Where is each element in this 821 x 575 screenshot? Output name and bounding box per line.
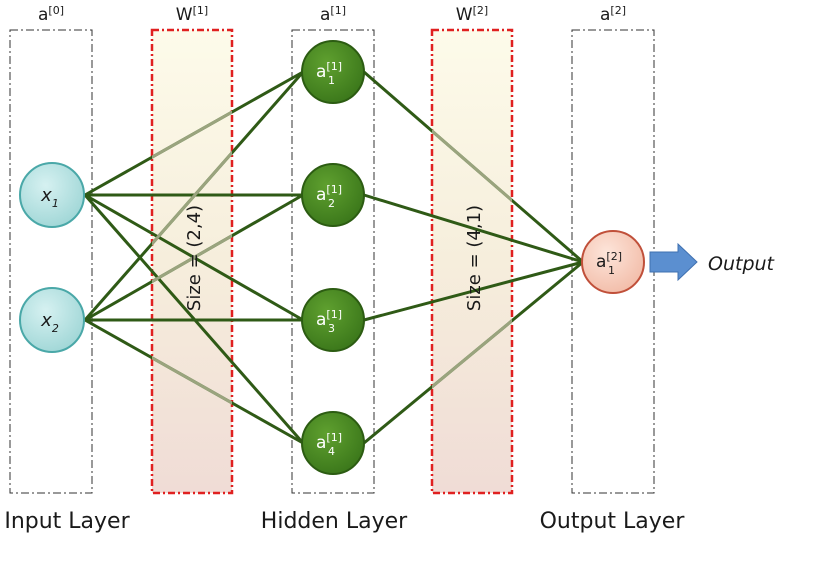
svg-text:a[2]1: a[2]1	[596, 250, 622, 277]
hidden-node-a1-3: a[1]3	[301, 288, 365, 352]
output-label: Output	[708, 253, 776, 275]
input-node-x1: x1	[19, 162, 85, 228]
svg-text:x1: x1	[40, 185, 59, 210]
hidden-node-a1-4: a[1]4	[301, 411, 365, 475]
hidden-node-a1-2: a[1]2	[301, 163, 365, 227]
svg-text:a[1]2: a[1]2	[316, 183, 342, 210]
column-header-a1: a[1]	[320, 4, 346, 25]
edge-highlights-w2	[432, 129, 512, 389]
edge-highlights-w1	[152, 110, 232, 405]
output-node-a2-1: a[2]1	[581, 230, 645, 294]
output-arrow-icon	[649, 242, 698, 282]
svg-text:x2: x2	[40, 310, 59, 335]
edge-h3-out	[363, 260, 584, 322]
weight-box-w1	[150, 28, 234, 495]
layer-label-output: Output Layer	[540, 509, 686, 534]
weight-region-w2	[432, 30, 512, 493]
edge-h2-out	[363, 193, 584, 264]
size-label-w2: Size = (4,1)	[464, 205, 485, 311]
weight-region-w1	[152, 30, 232, 493]
weight-box-w2	[430, 28, 514, 495]
column-header-w2: W[2]	[456, 4, 488, 25]
layer-label-input: Input Layer	[4, 509, 130, 534]
layer-label-hidden: Hidden Layer	[261, 509, 408, 534]
input-node-x2: x2	[19, 287, 85, 353]
column-header-a0: a[0]	[38, 4, 64, 25]
svg-text:a[1]4: a[1]4	[316, 431, 342, 458]
svg-text:a[1]3: a[1]3	[316, 308, 342, 335]
column-header-a2: a[2]	[600, 4, 626, 25]
column-header-w1: W[1]	[176, 4, 208, 25]
svg-text:a[1]1: a[1]1	[316, 60, 342, 87]
layer-box-input	[9, 29, 93, 494]
size-label-w1: Size = (2,4)	[184, 205, 205, 311]
hidden-node-a1-1: a[1]1	[301, 40, 365, 104]
